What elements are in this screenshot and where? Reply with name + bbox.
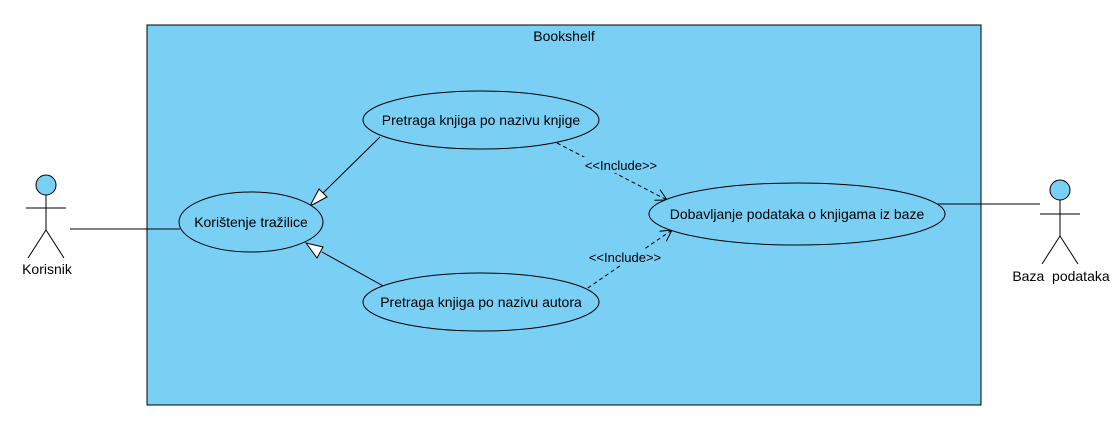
use-case-label: Korištenje tražilice (194, 214, 308, 230)
actor-baza-podataka[interactable]: Baza podataka (1012, 179, 1110, 284)
use-case-label: Pretraga knjiga po nazivu knjige (382, 112, 581, 128)
include-bottom-label: <<Include>> (589, 250, 661, 265)
actor-head (35, 174, 57, 196)
generalization-bottom (304, 242, 386, 288)
use-case-pretraga-naziv-knjige[interactable]: Pretraga knjiga po nazivu knjige (362, 90, 600, 150)
generalization-top (308, 136, 381, 208)
actor-korisnik[interactable]: Korisnik (22, 174, 73, 277)
actor-head (1049, 179, 1071, 201)
use-case-pretraga-naziv-autora[interactable]: Pretraga knjiga po nazivu autora (362, 272, 600, 332)
actor-korisnik-label: Korisnik (22, 261, 73, 277)
include-top-label: <<Include>> (585, 158, 657, 173)
use-case-label: Pretraga knjiga po nazivu autora (380, 294, 582, 310)
include-top: <<Include>> (556, 142, 668, 201)
use-case-label: Dobavljanje podataka o knjigama iz baze (670, 206, 925, 222)
system-title: Bookshelf (533, 28, 595, 44)
use-case-koristenje-trazilice[interactable]: Korištenje tražilice (178, 191, 324, 253)
include-bottom: <<Include>> (580, 229, 673, 293)
actor-baza-label: Baza podataka (1012, 268, 1110, 284)
use-case-dobavljanje-podataka[interactable]: Dobavljanje podataka o knjigama iz baze (648, 182, 946, 246)
